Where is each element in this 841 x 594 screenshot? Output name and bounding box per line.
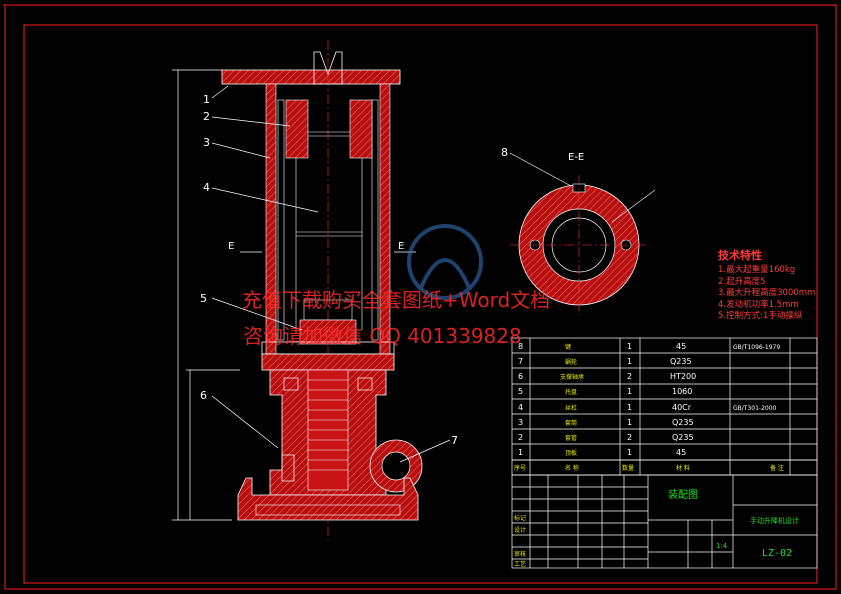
bom-row-material: 1060 <box>672 387 692 396</box>
bom-row: 6 支撑轴承 2 HT200 <box>518 372 696 381</box>
bom-row: 1 顶板 1 45 <box>518 448 686 457</box>
bom-row-material: Q235 <box>670 357 692 366</box>
bom-row-name: 套筒 <box>565 419 577 427</box>
bom-row-qty: 1 <box>627 448 632 457</box>
technical-spec-line: 2.起升高度5 <box>718 276 766 287</box>
bom-row-qty: 2 <box>627 372 632 381</box>
callout-6: 6 <box>200 389 207 402</box>
main-assembly-section <box>221 40 423 540</box>
bom-row-name: 蜗轮 <box>565 358 577 366</box>
bom-row-name: 支撑轴承 <box>560 373 584 381</box>
bom-row-qty: 1 <box>627 403 632 412</box>
bom-header-note: 备 注 <box>770 464 784 472</box>
callout-1: 1 <box>203 93 210 106</box>
bom-row-material: 40Cr <box>672 403 692 412</box>
bom-row-no: 4 <box>518 403 523 412</box>
section-mark-left: E <box>228 241 234 252</box>
title-side-label: 审核 <box>514 550 526 558</box>
callout-5: 5 <box>200 292 207 305</box>
bom-row-no: 3 <box>518 418 523 427</box>
bom-row-qty: 2 <box>627 433 632 442</box>
title-side-label: 设计 <box>514 526 526 534</box>
bom-row-qty: 1 <box>627 418 632 427</box>
title-side-label: 标记 <box>514 514 526 522</box>
bom-row-no: 6 <box>518 372 523 381</box>
section-view-e-e <box>510 175 656 315</box>
callout-3: 3 <box>203 136 210 149</box>
title-side-label: 工艺 <box>514 560 526 568</box>
bom-row: 3 套筒 1 Q235 <box>518 418 694 427</box>
bom-row-name: 套管 <box>565 434 577 442</box>
watermark-line-1: 充值下载购买全套图纸+Word文档 <box>242 288 551 312</box>
bom-header-row: 序号 名 称 数量 材 料 备 注 <box>514 464 784 472</box>
bom-row-no: 8 <box>518 342 523 351</box>
callout-4: 4 <box>203 181 210 194</box>
bom-row-name: 顶板 <box>565 449 577 457</box>
bom-row-material: Q235 <box>672 418 694 427</box>
bom-header-no: 序号 <box>514 464 526 472</box>
bom-row-name: 托盘 <box>565 388 577 396</box>
bom-row-name: 丝杠 <box>565 404 577 412</box>
title-block <box>511 474 818 569</box>
bom-header-qty: 数量 <box>622 464 634 472</box>
technical-spec-line: 1.最大起重量160kg <box>718 265 796 275</box>
drawing-number: LZ-02 <box>762 548 792 559</box>
technical-spec-line: 3.最大升程高度3000mm <box>718 288 816 298</box>
bom-row-note: GB/T301-2000 <box>733 405 777 412</box>
bom-row-no: 7 <box>518 357 523 366</box>
bom-row-qty: 1 <box>627 387 632 396</box>
watermark-line-2: 咨询请加微信 QQ 401339828 <box>243 324 522 348</box>
bom-row: 5 托盘 1 1060 <box>518 387 692 396</box>
company-name: 手动升降机设计 <box>750 516 799 525</box>
bom-table <box>511 337 818 476</box>
section-view-title: E-E <box>568 152 584 163</box>
bom-row-no: 5 <box>518 387 523 396</box>
inner-border <box>23 24 818 584</box>
bom-row-name: 键 <box>565 343 571 351</box>
callout-2: 2 <box>203 110 210 123</box>
bom-row: 8 键 1 45 GB/T1096-1979 <box>518 342 780 351</box>
bom-header-material: 材 料 <box>676 464 690 472</box>
drawing-name: 装配图 <box>668 488 698 501</box>
bom-row-qty: 1 <box>627 357 632 366</box>
bom-header-name: 名 称 <box>565 464 579 472</box>
callout-8: 8 <box>501 146 508 159</box>
technical-specs-title: 技术特性 <box>718 249 762 262</box>
callout-7: 7 <box>451 434 458 447</box>
section-mark-right: E <box>398 241 404 252</box>
bom-row-no: 1 <box>518 448 523 457</box>
bom-row: 2 套管 2 Q235 <box>518 433 694 442</box>
bom-row-material: Q235 <box>672 433 694 442</box>
bom-row: 7 蜗轮 1 Q235 <box>518 357 692 366</box>
bom-row-material: 45 <box>676 342 686 351</box>
technical-spec-line: 4.发动机功率1.5mm <box>718 299 799 310</box>
bom-rows: 8 键 1 45 GB/T1096-1979 7 蜗轮 1 Q235 6 支撑轴… <box>514 342 784 472</box>
height-dimension <box>172 69 240 521</box>
bom-row-note: GB/T1096-1979 <box>733 344 780 351</box>
bom-row-qty: 1 <box>627 342 632 351</box>
bom-row-material: 45 <box>676 448 686 457</box>
technical-specs: 技术特性 1.最大起重量160kg 2.起升高度5 3.最大升程高度3000mm… <box>718 247 818 323</box>
bom-row: 4 丝杠 1 40Cr GB/T301-2000 <box>518 403 777 412</box>
technical-spec-line: 5.控制方式:1手动操纵 <box>718 311 803 321</box>
outer-border <box>4 4 837 590</box>
bom-row-material: HT200 <box>670 372 696 381</box>
bom-row-no: 2 <box>518 433 523 442</box>
watermark-logo <box>407 224 483 300</box>
scale-value: 1:4 <box>716 542 728 550</box>
